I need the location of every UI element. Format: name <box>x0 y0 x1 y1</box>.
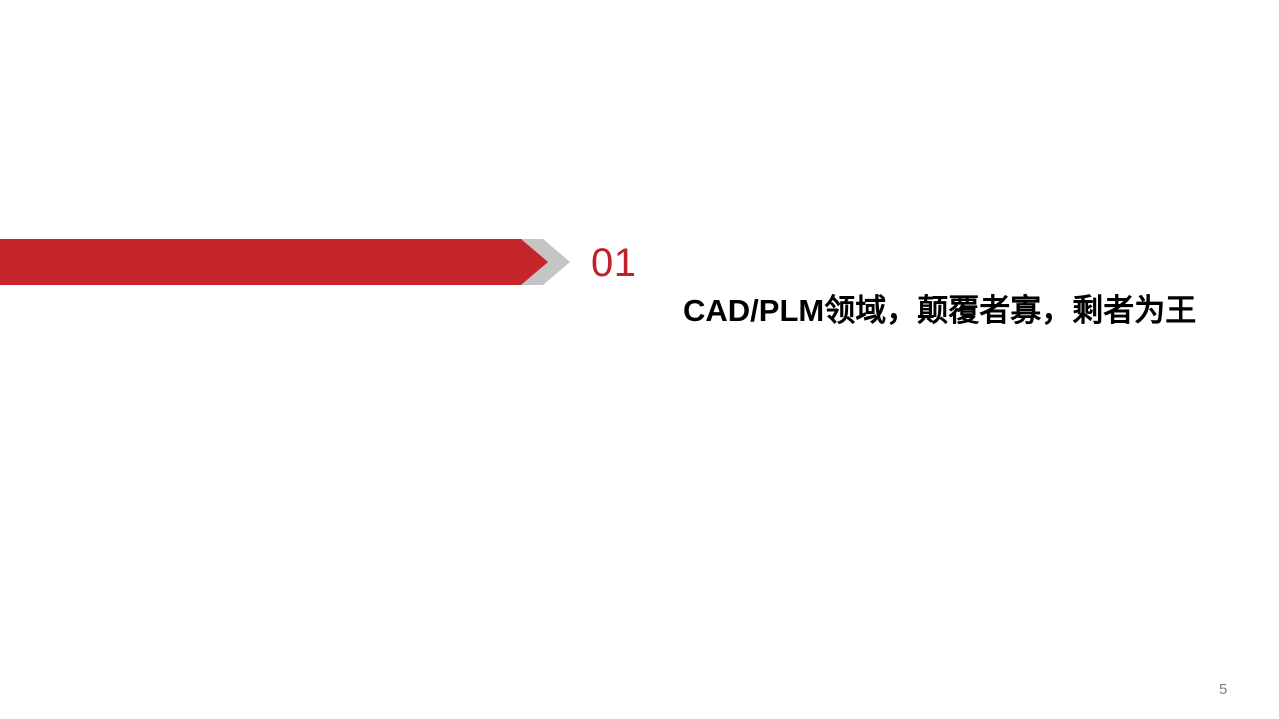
section-banner <box>0 239 570 285</box>
right-arrow-banner-icon <box>0 239 548 285</box>
page-number: 5 <box>1219 681 1228 698</box>
section-number: 01 <box>591 241 637 285</box>
section-title: CAD/PLM领域，颠覆者寡，剩者为王 <box>683 293 1197 328</box>
